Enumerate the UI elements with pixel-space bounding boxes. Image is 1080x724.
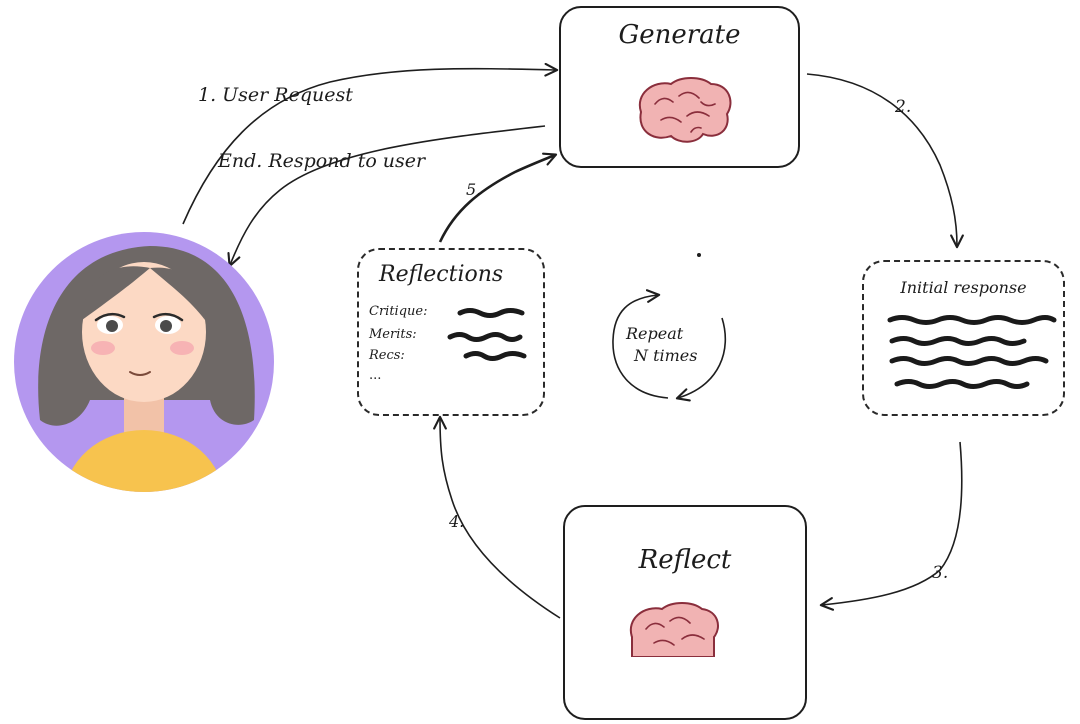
edge-respond-to-user [227, 125, 546, 268]
edge-3 [819, 441, 963, 611]
edge-label-5: 5. [466, 180, 482, 199]
edge-label-respond: End. Respond to user [218, 150, 426, 172]
edge-label-3: 3. [932, 563, 949, 583]
reflections-node: Reflections Critique: Merits: Recs: ... [357, 248, 545, 416]
edge-2 [806, 73, 964, 249]
loop-label-line2: N times [634, 346, 698, 365]
edge-user-request [182, 62, 559, 225]
edge-label-user-request: 1. User Request [198, 84, 353, 106]
reflections-row-recs: Recs: [369, 348, 405, 363]
loop-arrow-left [612, 289, 669, 399]
user-avatar [14, 232, 274, 492]
reflect-node: Reflect [563, 505, 807, 720]
brain-icon [629, 602, 719, 657]
edge-5 [438, 152, 558, 243]
edge-4 [433, 415, 561, 619]
initial-response-title: Initial response [900, 278, 1027, 297]
generate-title: Generate [618, 20, 741, 50]
reflections-row-critique: Critique: [369, 304, 428, 319]
stray-dot [697, 253, 701, 257]
reflections-scribbles [447, 308, 527, 361]
reflections-row-merits: Merits: [369, 327, 417, 342]
reflect-title: Reflect [638, 545, 732, 575]
reflections-title: Reflections [379, 262, 504, 287]
loop-arrow-right [675, 317, 727, 402]
initial-response-scribbles [887, 315, 1057, 389]
reflections-row-more: ... [369, 368, 382, 383]
initial-response-node: Initial response [862, 260, 1065, 416]
loop-label-line1: Repeat [626, 324, 684, 343]
brain-icon [638, 77, 732, 143]
generate-node: Generate [559, 6, 800, 168]
edge-label-4: 4. [449, 512, 465, 531]
edge-label-2: 2. [895, 97, 912, 117]
